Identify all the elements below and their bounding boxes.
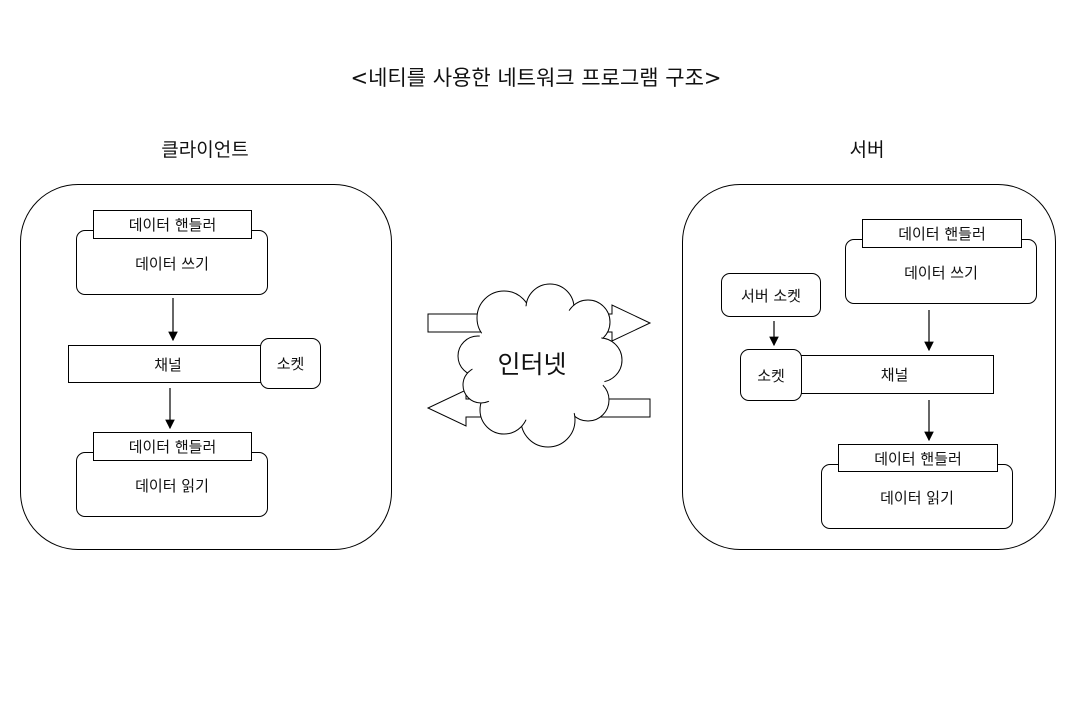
server-client-socket: 소켓 bbox=[740, 349, 802, 401]
server-heading: 서버 bbox=[849, 139, 885, 161]
server-read-handler-label: 데이터 핸들러 bbox=[838, 444, 998, 472]
client-socket: 소켓 bbox=[260, 338, 321, 389]
internet-cloud-icon bbox=[457, 283, 623, 448]
internet-label: 인터넷 bbox=[497, 350, 567, 379]
server-write-handler-label: 데이터 핸들러 bbox=[862, 219, 1022, 248]
diagram-title: <네티를 사용한 네트워크 프로그램 구조> bbox=[350, 66, 722, 90]
client-heading: 클라이언트 bbox=[161, 139, 249, 161]
client-write-box: 데이터 쓰기 bbox=[76, 230, 268, 295]
server-channel: 채널 bbox=[795, 355, 994, 394]
server-socket-box: 서버 소켓 bbox=[721, 273, 821, 317]
client-read-box: 데이터 읽기 bbox=[76, 452, 268, 517]
client-read-handler-label: 데이터 핸들러 bbox=[93, 432, 252, 461]
client-write-handler-label: 데이터 핸들러 bbox=[93, 210, 252, 239]
